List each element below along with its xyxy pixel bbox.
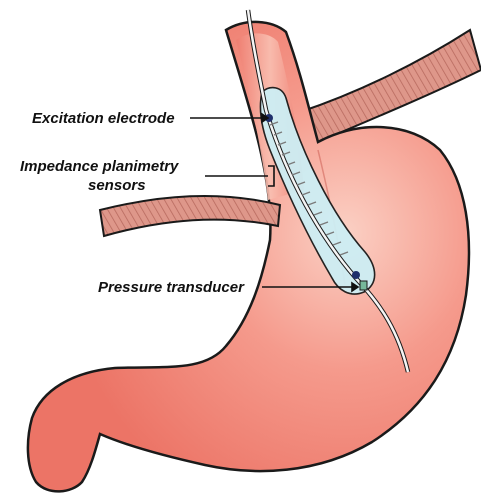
pressure-transducer	[360, 281, 367, 290]
label-pressure-transducer: Pressure transducer	[98, 279, 245, 296]
label-excitation-electrode: Excitation electrode	[32, 110, 175, 127]
excitation-electrode-bottom	[352, 271, 360, 279]
label-sensors: sensors	[88, 177, 146, 194]
label-impedance-planimetry: Impedance planimetry	[20, 158, 179, 175]
left-diaphragm-crus	[100, 196, 280, 236]
right-diaphragm-crus	[300, 30, 481, 142]
